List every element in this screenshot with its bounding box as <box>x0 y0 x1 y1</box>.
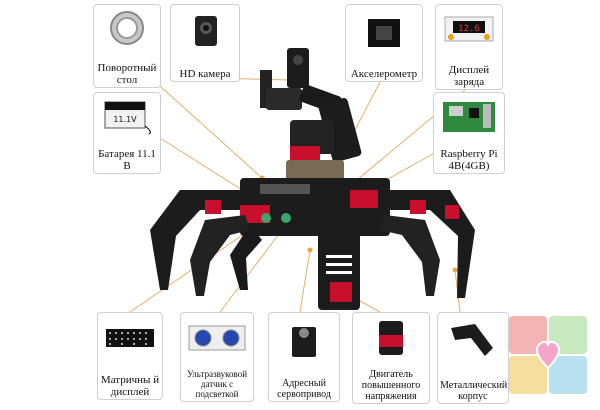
card-charge-display: 12.6 Дисплей заряда <box>435 4 503 90</box>
card-hd-camera: HD камера <box>170 4 240 82</box>
motor-icon <box>353 313 429 363</box>
card-battery: 11.1V Батарея 11.1 В <box>93 92 161 174</box>
servo-icon <box>269 313 339 369</box>
label-ultrasonic: Ультразвуковой датчик с подсветкой <box>186 369 248 400</box>
label-charge-display: Дисплей заряда <box>448 63 490 88</box>
label-body: Металлический корпус <box>440 380 508 402</box>
card-servo: Адресный сервопривод <box>268 312 340 402</box>
metal-bracket-icon <box>438 313 508 369</box>
card-motor: Двигатель повышенного напряжения <box>352 312 430 404</box>
bearing-icon <box>94 5 160 51</box>
battery-icon: 11.1V <box>94 93 160 139</box>
puzzle-logo-icon <box>509 316 587 394</box>
led-matrix-icon <box>98 313 162 363</box>
card-turntable: Поворотный стол <box>93 4 161 88</box>
label-matrix: Матричны й дисплей <box>100 373 160 398</box>
label-battery: Батарея 11.1 В <box>98 147 156 172</box>
voltmeter-icon: 12.6 <box>436 5 502 53</box>
raspberry-board-icon <box>434 93 504 139</box>
charge-display-value: 12.6 <box>458 24 480 34</box>
label-accelerometer: Акселерометр <box>350 67 418 80</box>
camera-icon <box>171 5 239 61</box>
label-raspberry: Raspberry Pi 4B(4GB) <box>440 147 498 172</box>
card-accelerometer: Акселерометр <box>345 4 423 82</box>
label-servo: Адресный сервопривод <box>277 378 331 400</box>
label-motor: Двигатель повышенного напряжения <box>361 369 421 402</box>
ultrasonic-sensor-icon <box>181 313 253 361</box>
card-ultrasonic: Ультразвуковой датчик с подсветкой <box>180 312 254 402</box>
label-hd-camera: HD камера <box>179 67 231 80</box>
card-body: Металлический корпус <box>437 312 509 404</box>
card-raspberry: Raspberry Pi 4B(4GB) <box>433 92 505 174</box>
battery-marking: 11.1V <box>113 115 137 124</box>
label-turntable: Поворотный стол <box>97 61 157 86</box>
chip-icon <box>346 5 422 61</box>
card-matrix: Матричны й дисплей <box>97 312 163 400</box>
